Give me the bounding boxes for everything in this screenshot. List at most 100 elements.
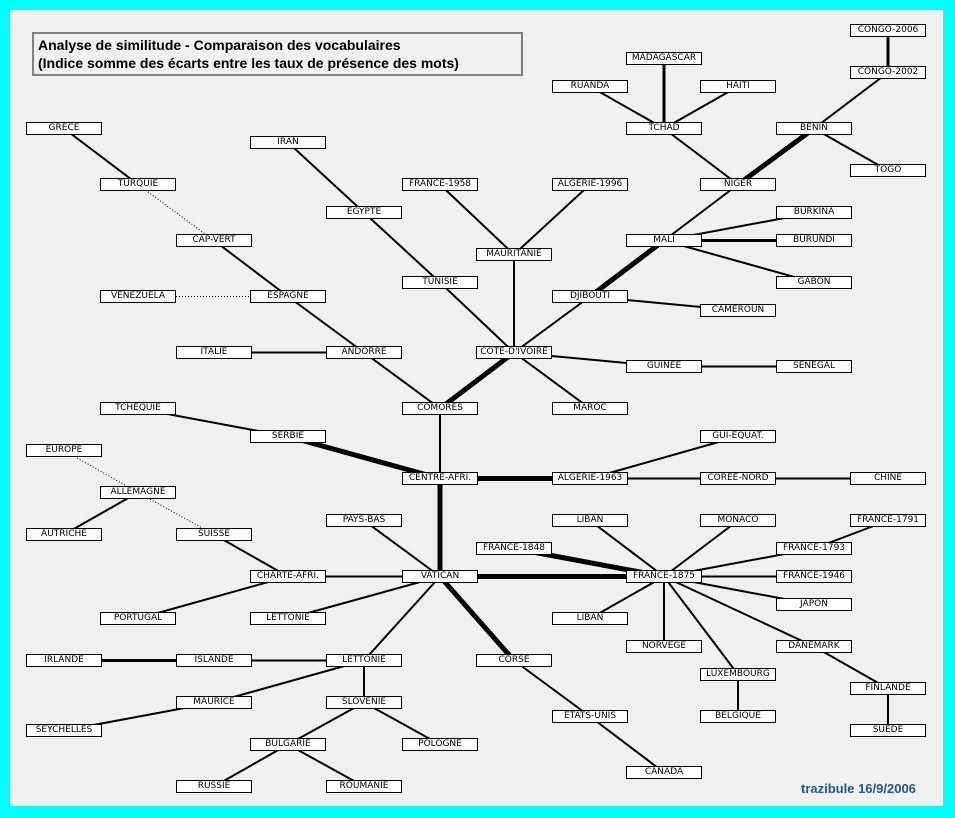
node-liban2: LIBAN <box>552 612 628 625</box>
edge-slovenie-bulgarie <box>287 701 365 746</box>
edge-cotedivoire-maroc <box>513 351 591 410</box>
node-egypte: EGYPTE <box>326 206 402 219</box>
edge-vatican-lettonie2 <box>363 575 441 662</box>
edge-mali-gabon <box>663 239 815 284</box>
edge-centreafri-serbie <box>287 434 441 481</box>
node-charteafri: CHARTE-AFRI. <box>250 570 326 583</box>
edge-mauritanie-france1958 <box>439 183 515 256</box>
title-line-1: Analyse de similitude - Comparaison des … <box>38 37 401 53</box>
node-russie: RUSSIE <box>176 780 252 793</box>
node-seychelles: SEYCHELLES <box>26 724 102 737</box>
node-centreafri: CENTRE-AFRI. <box>402 472 478 485</box>
node-irlande: IRLANDE <box>26 654 102 667</box>
node-belgique: BELGIQUE <box>700 710 776 723</box>
edge-danemark-finlande <box>813 645 889 690</box>
node-venezuela: VENEZUELA <box>100 290 176 303</box>
edge-bulgarie-russie <box>213 743 289 788</box>
edge-france1875-monaco <box>663 519 739 578</box>
node-cotedivoire: COTE-D'IVOIRE <box>476 346 552 359</box>
edge-bulgarie-roumanie <box>287 743 365 788</box>
node-haiti: HAITI <box>700 80 776 93</box>
node-france1946: FRANCE-1946 <box>776 570 852 583</box>
node-djibouti: DJIBOUTI <box>552 290 628 303</box>
title-line-2: (Indice somme des écarts entre les taux … <box>38 55 459 71</box>
node-bulgarie: BULGARIE <box>250 738 326 751</box>
diagram-canvas: Analyse de similitude - Comparaison des … <box>10 10 943 806</box>
node-autriche: AUTRICHE <box>26 528 102 541</box>
title-box: Analyse de similitude - Comparaison des … <box>32 32 523 76</box>
node-tchad: TCHAD <box>626 122 702 135</box>
node-lettonie2: LETTONIE <box>326 654 402 667</box>
edge-haiti-tchad <box>663 85 739 130</box>
node-luxembourg: LUXEMBOURG <box>700 668 776 681</box>
node-chine: CHINE <box>850 472 926 485</box>
edge-allemagne-autriche <box>63 491 139 536</box>
node-etatsunis: ETATS-UNIS <box>552 710 628 723</box>
edge-mali-djibouti <box>588 238 666 299</box>
edge-france1875-luxembourg <box>663 575 739 676</box>
node-finlande: FINLANDE <box>850 682 926 695</box>
node-benin: BENIN <box>776 122 852 135</box>
node-danemark: DANEMARK <box>776 640 852 653</box>
node-europe: EUROPE <box>26 444 102 457</box>
node-guiequat: GUI-EQUAT. <box>700 430 776 443</box>
node-lettonie1: LETTONIE <box>250 612 326 625</box>
edge-france1875-liban1 <box>589 519 665 578</box>
node-corse: CORSE <box>476 654 552 667</box>
node-iran: IRAN <box>250 136 326 149</box>
node-italie: ITALIE <box>176 346 252 359</box>
node-espagne: ESPAGNE <box>250 290 326 303</box>
edge-france1875-liban2 <box>589 575 665 620</box>
node-senegal: SENEGAL <box>776 360 852 373</box>
edge-mauritanie-algerie1996 <box>513 183 591 256</box>
edge-charteafri-suisse <box>213 533 289 578</box>
edge-tchad-niger <box>663 127 739 186</box>
node-france1875: FRANCE-1875 <box>626 570 702 583</box>
edge-vatican-lettonie1 <box>287 575 441 620</box>
node-congo2006: CONGO-2006 <box>850 24 926 37</box>
node-france1793: FRANCE-1793 <box>776 542 852 555</box>
node-paysbas: PAYS-BAS <box>326 514 402 527</box>
node-congo2002: CONGO-2002 <box>850 66 926 79</box>
edge-djibouti-cotedivoire <box>513 295 591 354</box>
edge-niger-mali <box>663 183 739 242</box>
node-france1791: FRANCE-1791 <box>850 514 926 527</box>
node-suede: SUEDE <box>850 724 926 737</box>
node-capvert: CAP-VERT <box>176 234 252 247</box>
edge-vatican-corse <box>438 574 516 663</box>
node-japon: JAPON <box>776 598 852 611</box>
edge-etatsunis-canada <box>589 715 665 774</box>
edge-congo2002-benin <box>813 71 889 130</box>
node-tchequie: TCHEQUIE <box>100 402 176 415</box>
edge-espagne-capvert <box>213 239 289 298</box>
edge-lettonie2-maurice <box>213 659 365 704</box>
node-islande: ISLANDE <box>176 654 252 667</box>
node-allemagne: ALLEMAGNE <box>100 486 176 499</box>
edge-turquie-grece <box>63 127 139 186</box>
node-liban1: LIBAN <box>552 514 628 527</box>
edge-charteafri-portugal <box>137 575 289 620</box>
edge-cotedivoire-comores <box>438 350 516 411</box>
node-comores: COMORES <box>402 402 478 415</box>
node-algerie1963: ALGERIE-1963 <box>552 472 628 485</box>
node-maurice: MAURICE <box>176 696 252 709</box>
node-turquie: TURQUIE <box>100 178 176 191</box>
signature: trazibule 16/9/2006 <box>801 781 916 796</box>
node-guinee: GUINEE <box>626 360 702 373</box>
node-france1958: FRANCE-1958 <box>402 178 478 191</box>
edge-capvert-turquie <box>137 184 215 241</box>
node-cameroun: CAMEROUN <box>700 304 776 317</box>
node-tunisie: TUNISIE <box>402 276 478 289</box>
node-maroc: MAROC <box>552 402 628 415</box>
node-monaco: MONACO <box>700 514 776 527</box>
node-pologne: POLOGNE <box>402 738 478 751</box>
edge-suisse-allemagne <box>137 492 215 535</box>
node-niger: NIGER <box>700 178 776 191</box>
node-portugal: PORTUGAL <box>100 612 176 625</box>
node-serbie: SERBIE <box>250 430 326 443</box>
node-mali: MALI <box>626 234 702 247</box>
node-vatican: VATICAN <box>402 570 478 583</box>
edge-allemagne-europe <box>63 450 139 493</box>
edge-andorre-espagne <box>287 295 365 354</box>
edge-egypte-iran <box>287 141 365 214</box>
